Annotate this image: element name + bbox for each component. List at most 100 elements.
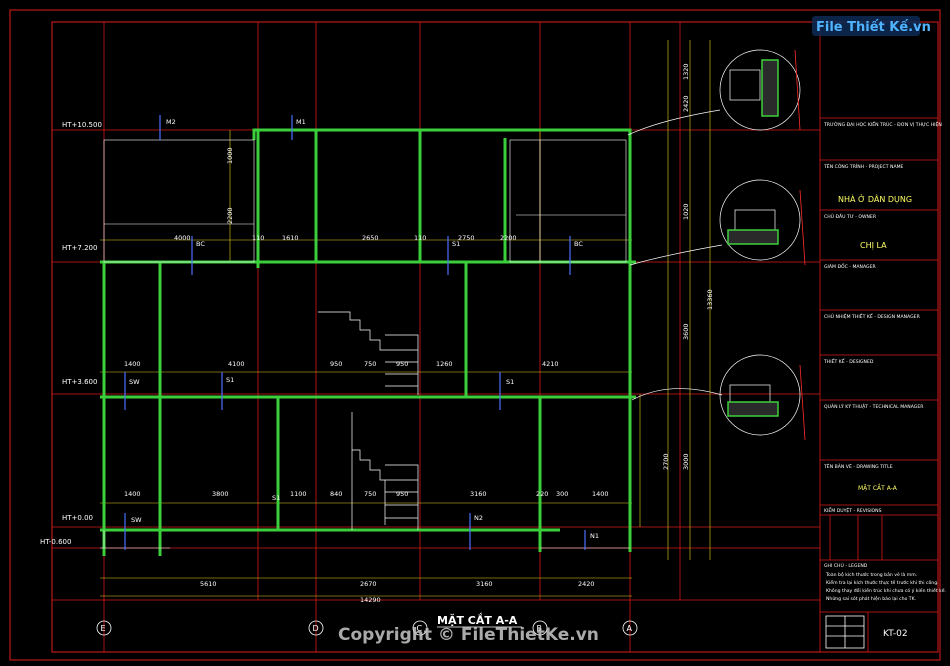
level-label: HT-0.600 xyxy=(40,538,71,546)
tb-row: CHỦ NHIỆM THIẾT KẾ - DESIGN MANAGER xyxy=(824,312,921,320)
dimension-text: 3600 xyxy=(682,323,690,340)
dimension-text: 950 xyxy=(396,490,408,498)
tb-drawing-title: MẶT CẮT A-A xyxy=(858,484,898,492)
tb-note: Những sai sót phát hiện báo lại cho TK. xyxy=(826,595,916,602)
axis-bubbles: E D C B A xyxy=(96,620,638,636)
dimension-text: 13360 xyxy=(706,289,714,310)
room-tag: M1 xyxy=(296,118,306,126)
room-tag: N2 xyxy=(474,514,483,522)
dimension-text: 300 xyxy=(556,490,568,498)
logo-text: File Thiết Kế.vn xyxy=(816,20,931,35)
dimension-text: 2650 xyxy=(362,234,379,242)
dimension-text: 1320 xyxy=(682,63,690,80)
room-tag: SW xyxy=(129,378,140,386)
dimension-text: 4100 xyxy=(228,360,245,368)
dimension-text: 3160 xyxy=(476,580,493,588)
axis-label: C xyxy=(417,624,423,633)
logo-watermark: File Thiết Kế.vn xyxy=(812,16,931,36)
level-label: HT+10.500 xyxy=(62,121,102,129)
dimension-text: 2700 xyxy=(662,453,670,470)
room-tag: S1 xyxy=(272,494,280,502)
dimension-text: 3160 xyxy=(470,490,487,498)
dimension-text: 950 xyxy=(330,360,342,368)
tb-row: QUẢN LÝ KỸ THUẬT - TECHNICAL MANAGER xyxy=(824,402,924,410)
dimension-text: 3000 xyxy=(682,453,690,470)
drawing-title: MẶT CẮT A-A xyxy=(437,612,518,627)
detail-fills xyxy=(727,59,779,417)
level-label: HT+7.200 xyxy=(62,244,97,252)
dimension-text: 2420 xyxy=(682,95,690,112)
stairs xyxy=(318,311,419,530)
dimension-text: 110 xyxy=(252,234,264,242)
dimension-text: 950 xyxy=(396,360,408,368)
dimension-text: 2200 xyxy=(226,207,234,224)
tb-row: TÊN CÔNG TRÌNH - PROJECT NAME xyxy=(823,162,904,170)
dimension-text: 14290 xyxy=(360,596,381,604)
dims-floor3: 4000 110 1610 2650 110 2750 2200 xyxy=(174,234,517,242)
dimension-text: 110 xyxy=(414,234,426,242)
room-tag: S1 xyxy=(506,378,514,386)
dimension-text: 4000 xyxy=(174,234,191,242)
room-tag: BC xyxy=(574,240,583,248)
level-label: HT+0.00 xyxy=(62,514,93,522)
title-block-text: TRƯỜNG ĐẠI HỌC KIẾN TRÚC - ĐƠN VỊ THỰC H… xyxy=(823,120,946,639)
detail-callouts xyxy=(627,49,801,436)
dimension-text: 840 xyxy=(330,490,342,498)
dimension-text: 2420 xyxy=(578,580,595,588)
tb-project-name: NHÀ Ở DÂN DỤNG xyxy=(838,193,912,204)
tb-row: GIÁM ĐỐC - MANAGER xyxy=(824,262,877,270)
dimension-text: 1400 xyxy=(592,490,609,498)
dimension-text: 2670 xyxy=(360,580,377,588)
room-tags: M2 M1 BC S1 BC S1 SW S1 S1 SW N2 N1 xyxy=(129,118,599,540)
tb-row: TRƯỜNG ĐẠI HỌC KIẾN TRÚC - ĐƠN VỊ THỰC H… xyxy=(823,120,942,128)
tb-revisions: KIỂM DUYỆT - REVISIONS xyxy=(824,506,882,514)
dims-floor2: 1400 4100 950 750 950 1260 4210 xyxy=(124,360,559,368)
axis-label: E xyxy=(101,624,106,633)
axis-label: D xyxy=(313,624,319,633)
dimension-text: 750 xyxy=(364,360,376,368)
dimension-text: 1400 xyxy=(124,360,141,368)
tag-markers xyxy=(124,115,586,550)
dims-vertical: 1320 2420 1000 2200 1020 3600 3000 2700 … xyxy=(226,63,714,470)
building-thin-lines xyxy=(100,139,630,549)
dimension-text: 1100 xyxy=(290,490,307,498)
tb-note: Kiểm tra lại kích thước thực tế trước kh… xyxy=(826,579,939,586)
sheet-number: KT-02 xyxy=(883,629,908,639)
dimension-text: 1020 xyxy=(682,203,690,220)
level-label: HT+3.600 xyxy=(62,378,97,386)
room-tag: SW xyxy=(131,516,142,524)
dimension-text: 1260 xyxy=(436,360,453,368)
tb-row: TÊN BẢN VẼ - DRAWING TITLE xyxy=(823,462,893,470)
tb-note: Toàn bộ kích thước trong bản vẽ là mm. xyxy=(825,571,917,578)
room-tag: BC xyxy=(196,240,205,248)
room-tag: S1 xyxy=(226,376,234,384)
dimension-text: 1400 xyxy=(124,490,141,498)
detail-leaders xyxy=(794,49,806,441)
dims-floor1: 1400 3800 1100 840 750 950 3160 220 300 … xyxy=(124,490,609,498)
tb-row: THIẾT KẾ - DESIGNED xyxy=(823,357,874,365)
level-markers: HT+10.500 HT+7.200 HT+3.600 HT+0.00 HT-0… xyxy=(40,121,102,546)
dims-bottom: 5610 2670 3160 2420 14290 xyxy=(200,580,595,604)
dimension-text: 5610 xyxy=(200,580,217,588)
dimension-text: 2200 xyxy=(500,234,517,242)
axis-label: A xyxy=(627,624,633,633)
dimension-text: 2750 xyxy=(458,234,475,242)
dimension-lines xyxy=(100,40,711,597)
room-tag: S1 xyxy=(452,240,460,248)
copyright-watermark: Copyright © FileThietKe.vn xyxy=(338,625,599,645)
dimension-text: 3800 xyxy=(212,490,229,498)
dimension-text: 4210 xyxy=(542,360,559,368)
tb-owner: CHỊ LA xyxy=(860,241,887,251)
tb-row: CHỦ ĐẦU TƯ - OWNER xyxy=(824,212,877,220)
room-tag: N1 xyxy=(590,532,599,540)
dimension-text: 1000 xyxy=(226,147,234,164)
axis-label: B xyxy=(537,624,543,633)
title-block-logo xyxy=(825,615,865,649)
dimension-text: 750 xyxy=(364,490,376,498)
tb-note: Không thay đổi kiến trúc khi chưa có ý k… xyxy=(826,587,946,594)
room-tag: M2 xyxy=(166,118,176,126)
dimension-text: 1610 xyxy=(282,234,299,242)
tb-notes-header: GHI CHÚ - LEGEND xyxy=(824,562,868,569)
dimension-text: 220 xyxy=(536,490,548,498)
